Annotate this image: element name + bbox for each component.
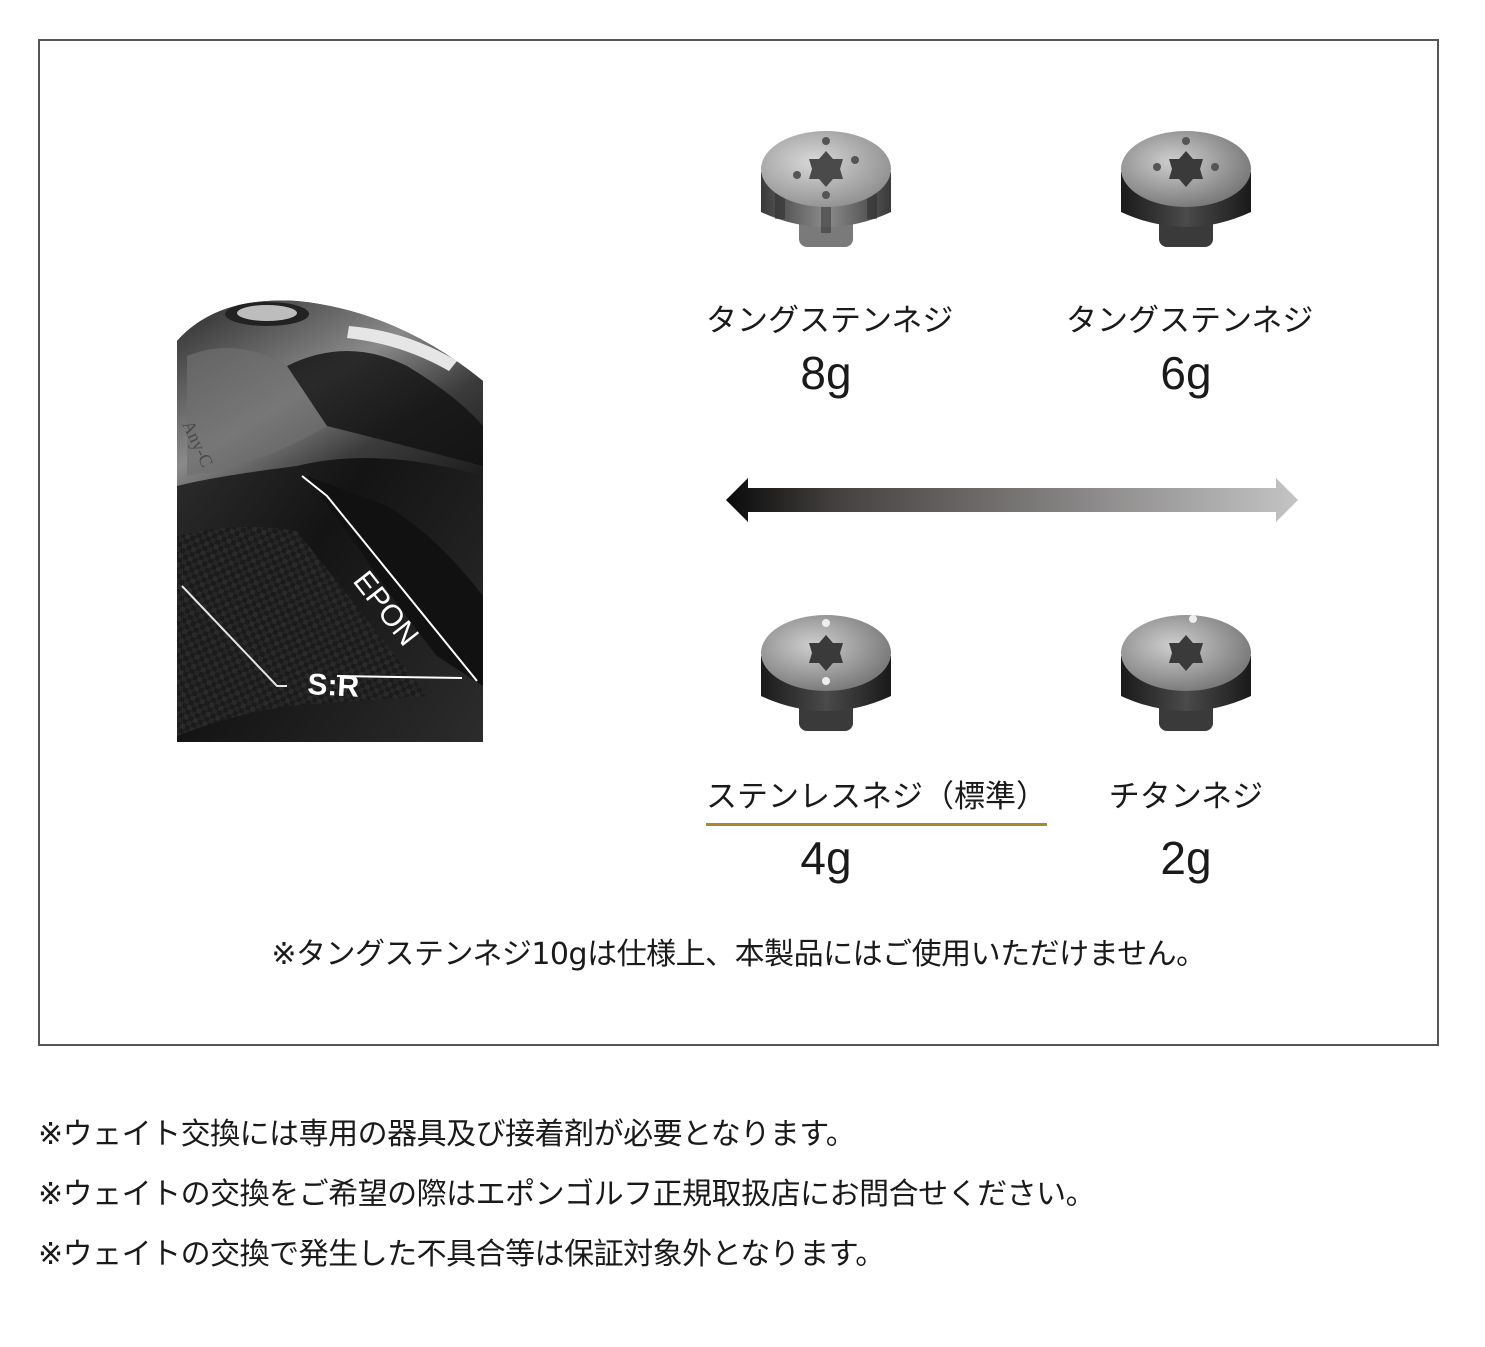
weight-info-panel: S:R EPON Any-C タングステンネジ 8g (38, 39, 1439, 1046)
tungsten-screw-6g-icon (1121, 131, 1251, 247)
weight-name: チタンネジ (1108, 779, 1264, 815)
note-item: ※ウェイトの交換をご希望の際はエポンゴルフ正規取扱店にお問合せください。 (38, 1177, 1096, 1212)
weight-name: タングステンネジ (1066, 303, 1314, 339)
standard-weight-label: ステンレスネジ（標準） (706, 777, 1047, 826)
weight-name: タングステンネジ (706, 303, 954, 339)
panel-note: ※タングステンネジ10gは仕様上、本製品にはご使用いただけません。 (271, 937, 1206, 972)
weight-item-2g: チタンネジ 2g (1066, 601, 1306, 886)
club-head-image: S:R EPON Any-C (177, 296, 483, 742)
standard-underline (706, 823, 1047, 826)
weight-name: ステンレスネジ（標準） (706, 779, 1047, 815)
tungsten-screw-8g-icon (761, 131, 891, 247)
weight-item-6g: タングステンネジ 6g (1066, 117, 1313, 401)
weight-item-4g: ステンレスネジ（標準） 4g (706, 601, 1047, 886)
double-arrow-icon (726, 478, 1298, 522)
notes-list: ※ウェイト交換には専用の器具及び接着剤が必要となります。 ※ウェイトの交換をご希… (38, 1105, 1096, 1285)
weight-item-8g: タングステンネジ 8g (706, 117, 953, 401)
weight-grams: 4g (800, 832, 852, 884)
weight-grams: 8g (800, 347, 852, 399)
svg-text:S:R: S:R (307, 668, 361, 704)
note-item: ※ウェイトの交換で発生した不具合等は保証対象外となります。 (38, 1237, 885, 1272)
weight-grams: 6g (1160, 347, 1212, 399)
stainless-screw-4g-icon (761, 615, 891, 731)
titanium-screw-2g-icon (1121, 615, 1251, 731)
weight-grams: 2g (1160, 832, 1212, 884)
note-item: ※ウェイト交換には専用の器具及び接着剤が必要となります。 (38, 1117, 856, 1152)
